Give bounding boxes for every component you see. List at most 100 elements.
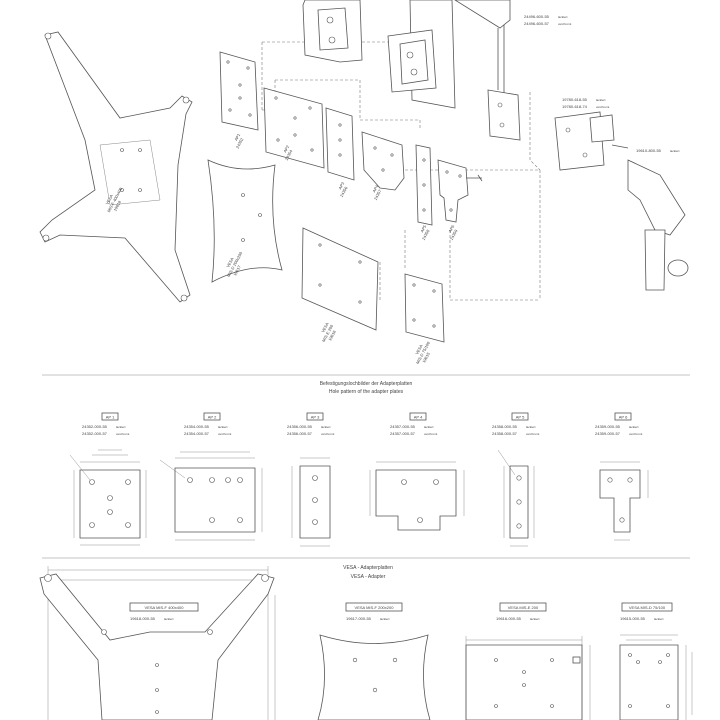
plate-header-ap4: AP 4 24357-000-55 lackiert 24357-000-57 … — [390, 412, 438, 436]
adapter-header-2: VESA MIS-F 200x200 19617-000-55 lackiert — [345, 602, 403, 621]
ap2-code: 24354 — [284, 148, 294, 161]
ap3-plate-drawing: AP3 24356 — [325, 107, 355, 198]
adapter1-label: VESA MIS-F 400x400 — [145, 605, 185, 610]
ap2-plate-drawing: AP2 24354 — [263, 87, 325, 169]
ap6-plate-drawing: AP6 24359 — [437, 159, 483, 241]
ap2-code2: 24354-000-57 — [184, 431, 210, 436]
ap5-code2: 24358-000-57 — [492, 431, 518, 436]
plate-header-ap1: AP 1 24352-000-55 lackiert 24352-000-57 … — [82, 412, 130, 436]
section2-title-en: VESA - Adapter — [351, 574, 386, 580]
ap4-code1: 24357-000-55 — [390, 424, 416, 429]
adapter2-label: VESA MIS-F 200x200 — [355, 605, 395, 610]
part-code-4: 19780-618-74 — [562, 104, 588, 109]
ap1-code1: 24352-000-55 — [82, 424, 108, 429]
ap2-note2: verchromt — [218, 432, 232, 436]
ap1-code2: 24352-000-57 — [82, 431, 108, 436]
ap6-code1: 24359-000-55 — [595, 424, 621, 429]
ap4-header-label: AP 4 — [414, 415, 423, 420]
ap1-label: AP1 — [233, 132, 241, 142]
vesa-e-line1: VESA — [320, 321, 330, 333]
ap6-hole-pattern — [599, 461, 649, 541]
section1-title-de: Befestigungslochbilder der Adapterplatte… — [320, 381, 413, 387]
adapter4-label: VESA MIS-D 75/100 — [629, 605, 666, 610]
ap3-code2: 24356-000-57 — [287, 431, 313, 436]
vesa-200-adapter-drawing — [317, 634, 431, 720]
ap1-note2: verchromt — [116, 432, 130, 436]
ap6-note1: lackiert — [629, 425, 639, 429]
ap5-code1: 24358-000-55 — [492, 424, 518, 429]
vesa200-line1: VESA — [225, 256, 235, 268]
part-code-2: 24496-600-57 — [524, 21, 550, 26]
hinge-bracket-drawings — [302, 0, 456, 109]
vesa-mis-e-plate-drawing: VESA MIS-E 200 19616 — [301, 227, 379, 343]
ap1-hole-pattern — [69, 449, 147, 546]
ap6-header-label: AP 6 — [619, 415, 628, 420]
vesa-d-line1: VESA — [414, 343, 424, 355]
adapter2-code: 19617-000-55 — [346, 616, 372, 621]
ap4-code: 24357 — [373, 188, 383, 201]
part-note-1: lackiert — [558, 15, 568, 19]
part-code-5: 19610-800-55 — [636, 148, 662, 153]
ap2-header-label: AP 2 — [208, 415, 217, 420]
exploded-view: VESA MIS-F 400x400 19618 VESA MIS-D 200x… — [39, 0, 689, 365]
ap3-header-label: AP 3 — [311, 415, 320, 420]
ap5-note1: lackiert — [526, 425, 536, 429]
hole-pattern-drawings — [69, 449, 649, 547]
ap5-hole-pattern — [497, 449, 535, 547]
adapter-headers: VESA MIS-F 400x400 19618-000-55 lackiert… — [129, 602, 673, 621]
vesa-400-plate-drawing: VESA MIS-F 400x400 19618 — [39, 31, 193, 303]
ap3-code1: 24356-000-55 — [287, 424, 313, 429]
ap6-code: 24359 — [449, 228, 459, 241]
adapter1-note: lackiert — [164, 617, 174, 621]
adapter2-note: lackiert — [380, 617, 390, 621]
ap3-hole-pattern — [291, 457, 331, 547]
ap5-note2: verchromt — [526, 432, 540, 436]
vesa400-line3: 19618 — [112, 199, 122, 212]
vesa-e-line3: 19616 — [327, 329, 337, 342]
plate-header-ap5: AP 5 24358-000-55 lackiert 24358-000-57 … — [492, 412, 540, 436]
ap3-note2: verchromt — [321, 432, 335, 436]
part-note-2: verchromt — [558, 22, 572, 26]
plate-headers: AP 1 24352-000-55 lackiert 24352-000-57 … — [82, 412, 643, 436]
part-note-4: verchromt — [596, 105, 610, 109]
ap6-code2: 24359-000-57 — [595, 431, 621, 436]
adapter-header-3: VESA MIS-E 200 19616-000-55 lackiert — [496, 602, 547, 621]
ap1-plate-drawing: AP1 24352 — [219, 51, 259, 149]
ap6-note2: verchromt — [629, 432, 643, 436]
ap3-label: AP3 — [337, 180, 345, 190]
adapter3-note: lackiert — [530, 617, 540, 621]
pole-assembly-drawing — [454, 0, 689, 291]
ap2-hole-pattern — [159, 451, 263, 541]
ap4-hole-pattern — [369, 461, 465, 531]
vesa-d-line3: 19615 — [421, 351, 431, 364]
ap1-code: 24352 — [235, 136, 245, 149]
section1-title-en: Hole pattern of the adapter plates — [329, 389, 404, 395]
part-note-5: lackiert — [670, 149, 680, 153]
adapter4-note: lackiert — [654, 617, 664, 621]
part-note-3: lackiert — [596, 98, 606, 102]
part-code-labels: 24496-600-55 lackiert 24496-600-57 verch… — [524, 14, 680, 153]
adapter-header-1: VESA MIS-F 400x400 19618-000-55 lackiert — [129, 602, 199, 621]
ap1-header-label: AP 1 — [106, 415, 115, 420]
ap5-label: AP5 — [419, 223, 427, 233]
vesa-400-adapter-drawing — [39, 566, 276, 720]
vesa200-line3: 19617 — [232, 264, 242, 277]
ap2-label: AP2 — [282, 144, 290, 154]
adapter1-code: 19618-000-55 — [130, 616, 156, 621]
ap3-code: 24356 — [339, 185, 349, 198]
adapter-header-4: VESA MIS-D 75/100 19615-000-55 lackiert — [620, 602, 673, 621]
ap4-label: AP4 — [371, 183, 379, 193]
ap4-note1: lackiert — [424, 425, 434, 429]
ap4-note2: verchromt — [424, 432, 438, 436]
vesa-mis-d-adapter-drawing — [619, 634, 693, 720]
vesa-200-plate-drawing: VESA MIS-D 200x200 19617 — [207, 159, 283, 283]
part-code-3: 19780-618-55 — [562, 97, 588, 102]
plate-header-ap6: AP 6 24359-000-55 lackiert 24359-000-57 … — [595, 412, 643, 436]
ap2-note1: lackiert — [218, 425, 228, 429]
vesa400-line1: VESA — [104, 193, 114, 205]
ap1-note1: lackiert — [116, 425, 126, 429]
ap3-note1: lackiert — [321, 425, 331, 429]
ap6-label: AP6 — [447, 223, 455, 233]
ap5-plate-drawing: AP5 24358 — [415, 144, 433, 241]
